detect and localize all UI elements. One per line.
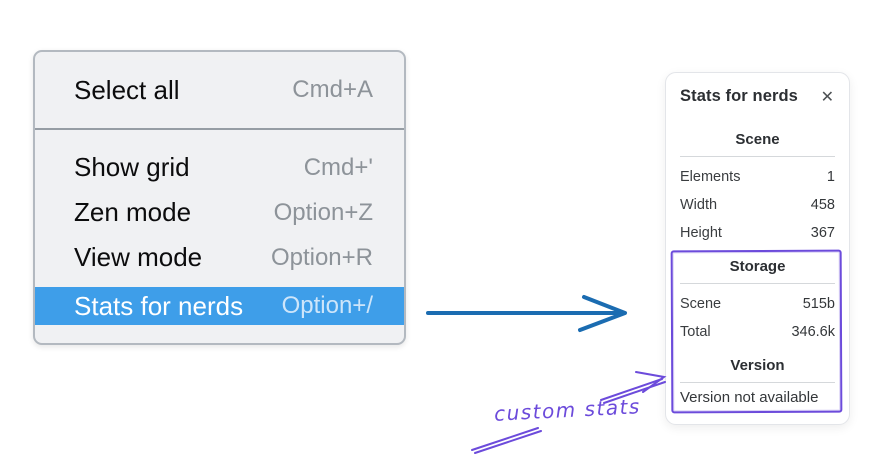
version-note: Version not available [680,389,819,406]
menu-item-shortcut: Option+Z [273,198,373,226]
stat-label: Width [680,197,718,213]
menu-item-label: View mode [74,242,203,272]
stats-panel-title: Stats for nerds [680,87,798,105]
menu-item-select-all[interactable]: Select all Cmd+A [35,52,404,128]
section-header: Version [730,357,785,374]
section-divider [680,156,835,157]
stat-value: 458 [810,197,835,213]
menu-item-shortcut: Cmd+A [292,76,373,103]
stat-value: 1 [826,169,835,185]
annotation-label: custom stats [493,394,642,426]
stat-value: 515b [802,296,835,312]
stat-label: Height [680,225,722,241]
stat-row-elements: Elements 1 [680,163,835,191]
stat-row-width: Width 458 [680,191,835,219]
context-menu: Select all Cmd+A Show grid Cmd+' Zen mod… [33,50,406,345]
stat-label: Elements [680,169,741,185]
stat-label: Total [680,324,711,340]
section-divider [680,382,835,383]
menu-item-show-grid[interactable]: Show grid Cmd+' [35,145,404,190]
stat-row-total-size: Total 346.6k [680,318,835,346]
stat-row-scene-size: Scene 515b [680,290,835,318]
menu-item-shortcut: Option+/ [281,292,373,319]
close-icon[interactable]: ✕ [820,86,834,106]
section-header: Storage [729,258,786,275]
stat-value: 346.6k [791,324,835,340]
stats-section-scene: Scene Elements 1 Width 458 Height 367 [680,131,835,247]
menu-item-shortcut: Option+R [270,243,373,271]
stat-row-height: Height 367 [680,219,835,247]
menu-item-label: Show grid [74,152,190,182]
menu-divider [35,128,404,130]
menu-item-label: Stats for nerds [74,290,244,321]
section-header: Scene [735,131,780,148]
section-divider [680,283,835,284]
menu-item-label: Zen mode [74,197,192,227]
blue-arrow [426,295,627,332]
menu-item-view-mode[interactable]: View mode Option+R [35,235,404,280]
stat-value: 367 [810,225,835,241]
stats-panel: Stats for nerds ✕ Scene Elements 1 Width… [665,72,850,425]
stats-panel-header: Stats for nerds ✕ [680,85,835,108]
menu-item-zen-mode[interactable]: Zen mode Option+Z [35,190,404,235]
stats-section-storage: Storage Scene 515b Total 346.6k [680,258,835,346]
menu-item-stats-for-nerds[interactable]: Stats for nerds Option+/ [35,287,404,325]
menu-item-label: Select all [74,74,180,105]
stat-label: Scene [680,296,722,312]
stats-section-version: Version Version not available [680,357,835,406]
menu-group: Show grid Cmd+' Zen mode Option+Z View m… [35,130,404,325]
menu-item-shortcut: Cmd+' [303,153,373,181]
